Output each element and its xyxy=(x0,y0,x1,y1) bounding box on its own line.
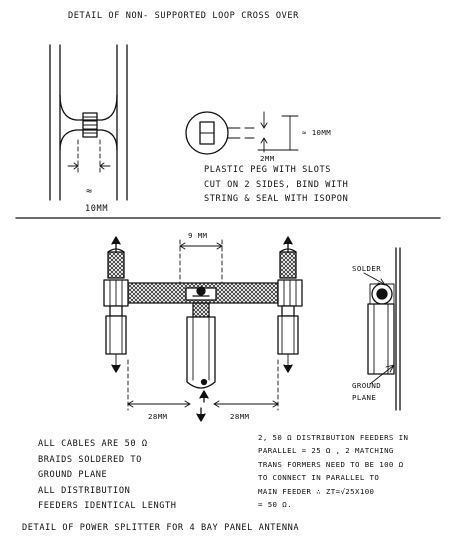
footer-title: DETAIL OF POWER SPLITTER FOR 4 BAY PANEL… xyxy=(22,523,300,533)
ground-plane-label: GROUND PLANE xyxy=(352,382,381,402)
cable-note-line: ALL CABLES ARE 50 Ω xyxy=(38,439,148,449)
solder-label: SOLDER xyxy=(352,264,382,273)
impedance-note-line: TO CONNECT IN PARALLEL TO xyxy=(258,473,380,483)
peg-note: PLASTIC PEG WITH SLOTS CUT ON 2 SIDES, B… xyxy=(204,166,348,204)
approx-symbol: ≈ xyxy=(86,186,93,197)
plastic-peg-drawing xyxy=(185,111,299,155)
cable-note-line: GROUND PLANE xyxy=(38,470,108,481)
peg-note-line: STRING & SEAL WITH ISOPON xyxy=(204,194,349,205)
gap-dimension-label: 9 mm xyxy=(188,231,208,240)
impedance-note-line: TRANS FORMERS NEED TO BE 100 Ω xyxy=(258,459,404,469)
ground-plane-line: PLANE xyxy=(352,393,377,403)
splitter-side-view xyxy=(363,247,401,411)
crossover-title: DETAIL OF NON- SUPPORTED LOOP CROSS OVER xyxy=(68,11,299,21)
peg-note-line: PLASTIC PEG WITH SLOTS xyxy=(204,165,332,175)
cable-notes: ALL CABLES ARE 50 Ω BRAIDS SOLDERED TO G… xyxy=(38,440,177,511)
ground-plane-line: GROUND xyxy=(352,381,382,390)
cable-note-line: ALL DISTRIBUTION xyxy=(38,485,131,496)
peg-slot-label: 2mm xyxy=(260,154,275,163)
impedance-note-line: MAIN FEEDER ∴ ZT=√25x100 xyxy=(258,486,375,496)
impedance-note-line: = 50 Ω. xyxy=(258,500,292,510)
crossover-width-label: 10mm xyxy=(85,204,109,214)
cable-note-line: BRAIDS SOLDERED TO xyxy=(38,454,142,465)
power-splitter-drawing xyxy=(103,236,303,422)
impedance-note-line: 2, 50 Ω DISTRIBUTION FEEDERS IN xyxy=(258,433,409,442)
left-length-label: 28mm xyxy=(148,412,168,421)
impedance-notes: 2, 50 Ω DISTRIBUTION FEEDERS IN PARALLEL… xyxy=(258,433,409,510)
cable-note-line: FEEDERS IDENTICAL LENGTH xyxy=(38,501,177,512)
right-length-label: 28mm xyxy=(230,412,250,421)
peg-size-label: ≈ 10mm xyxy=(302,128,332,137)
loop-crossover-drawing xyxy=(49,44,128,201)
peg-note-line: CUT ON 2 SIDES, BIND WITH xyxy=(204,179,349,190)
impedance-note-line: PARALLEL = 25 Ω , 2 MATCHING xyxy=(258,446,394,456)
